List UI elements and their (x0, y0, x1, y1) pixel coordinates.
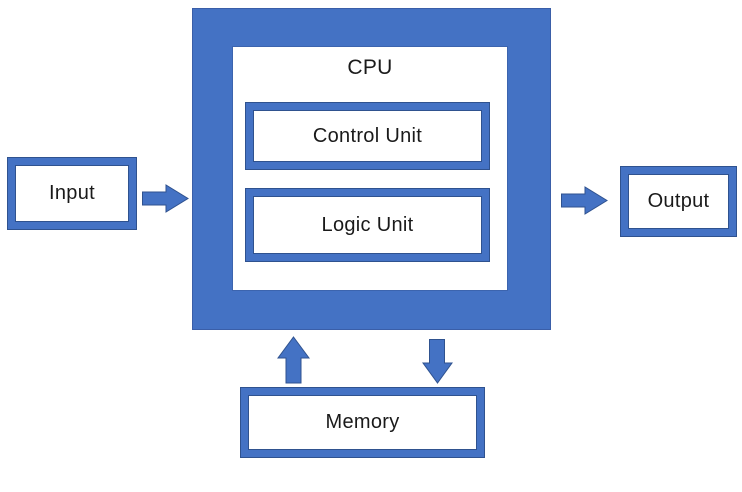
node-input: Input (7, 157, 137, 230)
input-to-cpu-arrow (142, 184, 189, 213)
input-label: Input (15, 165, 129, 222)
control-unit-label: Control Unit (253, 110, 482, 162)
memory-label: Memory (248, 395, 477, 450)
node-output: Output (620, 166, 737, 237)
output-label: Output (628, 174, 729, 229)
cpu-to-output-arrow (561, 186, 608, 215)
memory-to-cpu-arrow (277, 336, 310, 384)
logic-unit-label: Logic Unit (253, 196, 482, 254)
node-control-unit: Control Unit (245, 102, 490, 170)
cpu-label: CPU (347, 56, 393, 79)
cpu-to-memory-arrow (422, 339, 453, 384)
node-logic-unit: Logic Unit (245, 188, 490, 262)
node-memory: Memory (240, 387, 485, 458)
